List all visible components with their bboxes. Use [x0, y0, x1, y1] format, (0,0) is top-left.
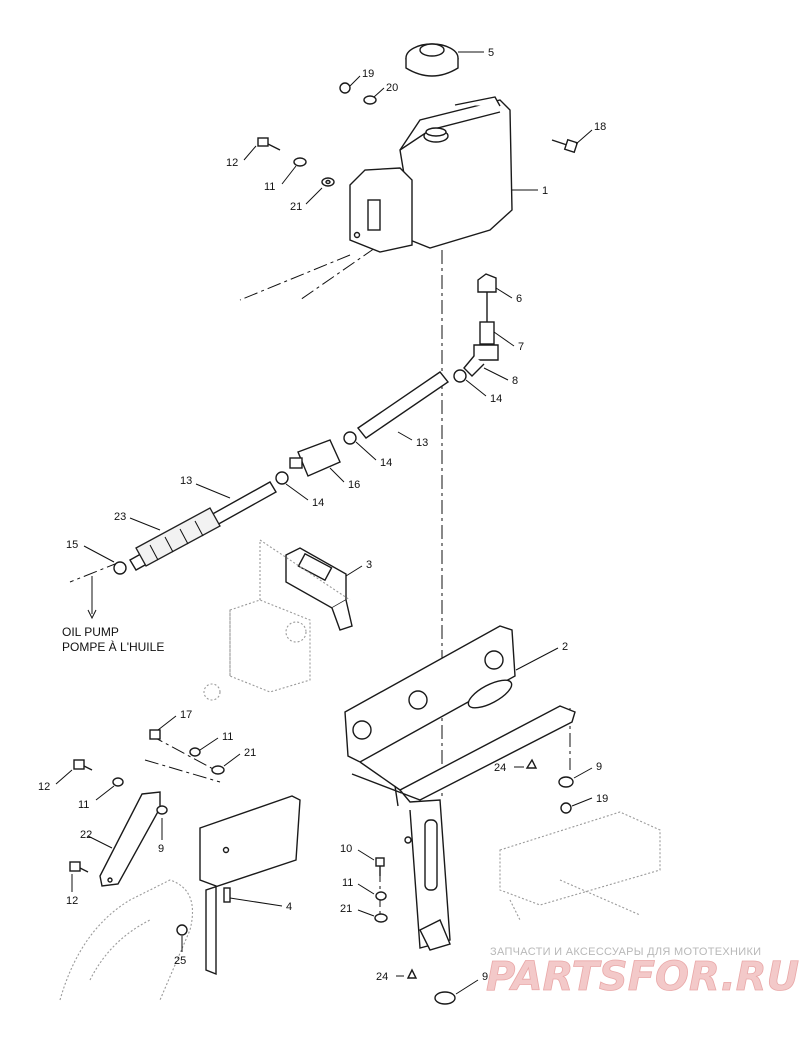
callout-24-b: 24 — [376, 971, 388, 983]
bolt-washers-top-left — [257, 137, 335, 187]
support-arm — [99, 791, 168, 887]
callout-7: 7 — [518, 341, 524, 353]
callout-18: 18 — [594, 121, 606, 133]
callout-22: 22 — [80, 829, 92, 841]
callout-11-c: 11 — [78, 799, 89, 811]
callout-9-c: 9 — [482, 971, 488, 983]
watermark-tagline: ЗАПЧАСТИ И АКСЕССУАРЫ ДЛЯ МОТОТЕХНИКИ — [490, 946, 761, 958]
oil-pump-ghost — [203, 538, 351, 701]
callout-numbers: 5 1 18 19 20 12 11 21 6 7 8 14 13 14 16 … — [38, 47, 608, 983]
callout-9-a: 9 — [158, 843, 164, 855]
callout-3: 3 — [366, 559, 372, 571]
callout-21-top: 21 — [290, 201, 302, 213]
bracket-side — [199, 795, 301, 976]
callout-14-b: 14 — [380, 457, 392, 469]
callout-20: 20 — [386, 82, 398, 94]
callout-11-d: 11 — [342, 877, 353, 889]
callout-13-a: 13 — [416, 437, 428, 449]
main-bracket — [344, 625, 576, 951]
callout-12-c: 12 — [66, 895, 78, 907]
oil-pump-note: OIL PUMP POMPE À L'HUILE — [62, 625, 164, 654]
callout-19-top: 19 — [362, 68, 374, 80]
tank-cap — [405, 43, 459, 77]
callout-19-b: 19 — [596, 793, 608, 805]
frame-ghost-left — [59, 879, 194, 1001]
callout-12-top: 12 — [226, 157, 238, 169]
callout-16: 16 — [348, 479, 360, 491]
callout-17: 17 — [180, 709, 192, 721]
fuel-filter — [275, 439, 341, 485]
callout-13-b: 13 — [180, 475, 192, 487]
fasteners-lower-left — [69, 729, 225, 936]
screw — [551, 138, 579, 154]
callout-25: 25 — [174, 955, 186, 967]
callout-8: 8 — [512, 375, 518, 387]
callout-14-a: 14 — [490, 393, 502, 405]
bracket-small — [285, 547, 353, 631]
hose-lower-with-spring — [113, 481, 277, 575]
hose-upper — [343, 371, 450, 445]
callout-5: 5 — [488, 47, 494, 59]
nut-and-washer-top — [339, 82, 377, 105]
watermark-logo: PARTSFOR.RU — [486, 954, 799, 1000]
note-line-2: POMPE À L'HUILE — [62, 639, 164, 654]
leader-lines — [55, 51, 593, 995]
callout-1: 1 — [542, 185, 548, 197]
watermark: ЗАПЧАСТИ И АКСЕССУАРЫ ДЛЯ МОТОТЕХНИКИ PA… — [486, 946, 800, 1000]
note-line-1: OIL PUMP — [62, 625, 119, 639]
callout-9-b: 9 — [596, 761, 602, 773]
callout-21-b: 21 — [244, 747, 256, 759]
frame-ghost-right — [499, 811, 661, 921]
callout-12-b: 12 — [38, 781, 50, 793]
callout-11-b: 11 — [222, 731, 233, 743]
callout-15: 15 — [66, 539, 78, 551]
oil-tank — [349, 96, 513, 253]
callout-2: 2 — [562, 641, 568, 653]
callout-21-c: 21 — [340, 903, 352, 915]
callout-4: 4 — [286, 901, 292, 913]
callout-10: 10 — [340, 843, 352, 855]
callout-23: 23 — [114, 511, 126, 523]
callout-11-top: 11 — [264, 181, 275, 193]
callout-14-c: 14 — [312, 497, 324, 509]
fasteners-right — [374, 758, 574, 1005]
callout-6: 6 — [516, 293, 522, 305]
callout-24-a: 24 — [494, 762, 506, 774]
fittings — [453, 273, 499, 383]
